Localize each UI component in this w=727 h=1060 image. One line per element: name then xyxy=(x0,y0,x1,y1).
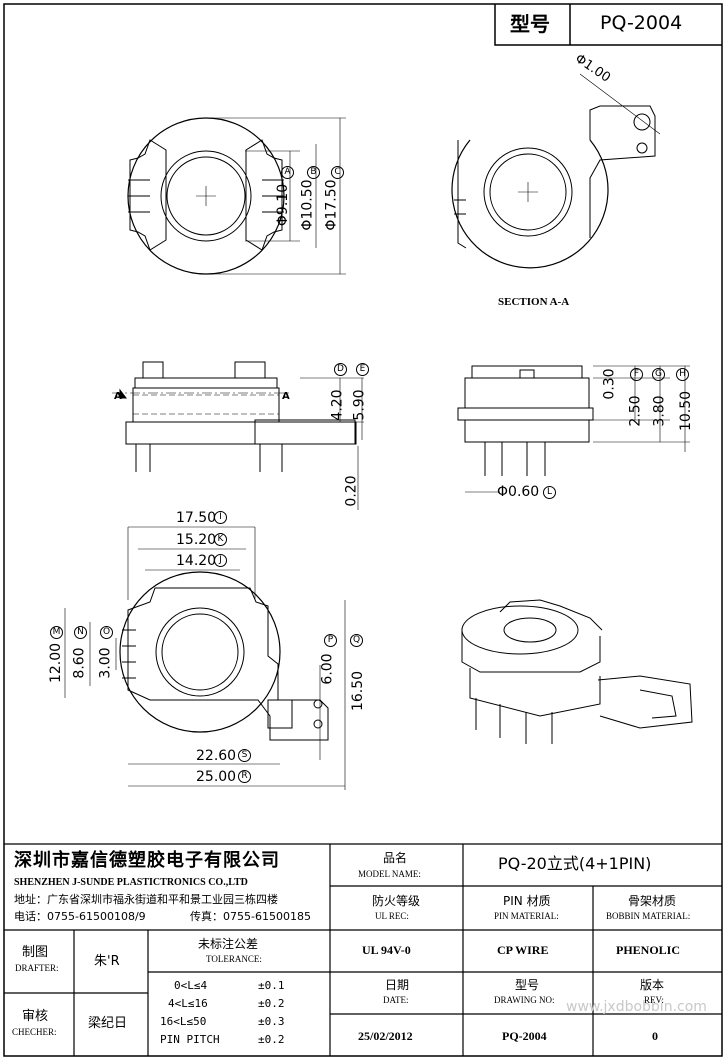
checker-cn: 审核 xyxy=(22,1009,49,1024)
pin-dia-label: Φ0.60 xyxy=(497,484,540,500)
pin-cn: PIN 材质 xyxy=(503,894,551,908)
dim-s-label: 22.60 xyxy=(196,748,237,764)
tolerance-value-4: ±0.2 xyxy=(258,1033,285,1046)
checker-en: CHECHER: xyxy=(12,1027,57,1037)
bobbin-en: BOBBIN MATERIAL: xyxy=(606,911,691,921)
title-block-grid xyxy=(4,843,722,1056)
dim-l-tag: L xyxy=(543,486,556,499)
pin-value: CP WIRE xyxy=(497,943,549,957)
dim-k-label: 15.20 xyxy=(176,532,217,548)
dim-a-label: Φ9.10 xyxy=(275,183,292,227)
ul-cn: 防火等级 xyxy=(372,894,421,908)
company-cn: 深圳市嘉信德塑胶电子有限公司 xyxy=(14,850,280,871)
tolerance-value-2: ±0.2 xyxy=(258,997,285,1010)
frame xyxy=(3,3,723,1057)
company-phone: 电话：0755-61500108/9 xyxy=(14,910,146,923)
date-value: 25/02/2012 xyxy=(358,1029,413,1043)
rev-value: 0 xyxy=(652,1029,658,1043)
dim-e-label: 5.90 xyxy=(351,389,368,421)
dim-e-tag: E xyxy=(356,363,369,376)
company-fax: 传真：0755-61500185 xyxy=(190,910,311,923)
dim-r-tag: R xyxy=(238,770,251,783)
dim-f-tag: F xyxy=(630,368,643,381)
dim-d-tag: D xyxy=(334,363,347,376)
drafter-value: 朱'R xyxy=(94,954,120,969)
drawing-value: PQ-2004 xyxy=(502,1029,547,1043)
dim-j-label: 14.20 xyxy=(176,553,217,569)
section-mark-left: A xyxy=(114,391,122,402)
company-address: 地址：广东省深圳市福永街道和平和景工业园三栋四楼 xyxy=(14,893,278,906)
dim-b-label: Φ10.50 xyxy=(299,179,316,231)
dim-h-tag: H xyxy=(676,368,689,381)
top-view xyxy=(127,117,346,275)
drafter-cn: 制图 xyxy=(22,945,49,960)
dim-i-tag: I xyxy=(214,511,227,524)
dim-q-label: 16.50 xyxy=(350,670,367,712)
dim-k-tag: K xyxy=(214,533,227,546)
top-gap-label: 0.30 xyxy=(601,368,618,400)
tolerance-range-4: PIN PITCH xyxy=(160,1033,220,1046)
dim-n-tag: N xyxy=(74,626,87,639)
bobbin-value: PHENOLIC xyxy=(616,943,681,957)
tolerance-en: TOLERANCE: xyxy=(206,954,262,964)
dim-j-tag: J xyxy=(214,554,227,567)
tolerance-cn: 未标注公差 xyxy=(198,937,259,951)
side-view xyxy=(112,361,364,510)
tolerance-value-3: ±0.3 xyxy=(258,1015,285,1028)
dim-c-label: Φ17.50 xyxy=(323,179,340,231)
dim-a-tag: A xyxy=(281,166,294,179)
ul-value: UL 94V-0 xyxy=(362,943,411,957)
dim-q-tag: Q xyxy=(350,634,363,647)
watermark: www.jxdbobbin.com xyxy=(566,999,707,1015)
dim-i-label: 17.50 xyxy=(176,510,217,526)
model-name-value: PQ-20立式(4+1PIN) xyxy=(498,854,652,873)
dim-p-tag: P xyxy=(324,634,337,647)
ul-en: UL REC: xyxy=(375,911,409,921)
dim-s-tag: S xyxy=(238,749,251,762)
rev-cn: 版本 xyxy=(640,978,665,992)
dim-g-tag: G xyxy=(652,368,665,381)
dim-f-label: 2.50 xyxy=(627,395,644,427)
date-en: DATE: xyxy=(383,995,409,1005)
section-label: SECTION A-A xyxy=(498,296,570,308)
dim-p-label: 6.00 xyxy=(319,653,336,685)
section-view xyxy=(451,73,661,269)
dim-m-tag: M xyxy=(50,626,63,639)
dim-b-tag: B xyxy=(307,166,320,179)
dim-o-label: 3.00 xyxy=(97,647,114,679)
dim-g-label: 3.80 xyxy=(651,395,668,427)
model-value: PQ-2004 xyxy=(600,12,683,34)
dim-m-label: 12.00 xyxy=(48,642,65,684)
tolerance-range-2: 4<L≤16 xyxy=(168,997,208,1010)
bottom-gap-label: 0.20 xyxy=(343,475,360,507)
dim-o-tag: O xyxy=(100,626,113,639)
dim-d-label: 4.20 xyxy=(329,389,346,421)
checker-value: 梁纪日 xyxy=(88,1016,128,1031)
bottom-view xyxy=(64,526,346,790)
dim-n-label: 8.60 xyxy=(71,647,88,679)
model-name-cn: 品名 xyxy=(383,851,408,865)
drawing-cn: 型号 xyxy=(515,978,540,992)
drawing-en: DRAWING NO: xyxy=(494,995,555,1005)
tolerance-value-1: ±0.1 xyxy=(258,979,285,992)
model-name-en: MODEL NAME: xyxy=(358,869,421,879)
dim-h-label: 10.50 xyxy=(678,390,695,432)
model-label: 型号 xyxy=(510,12,550,36)
dim-r-label: 25.00 xyxy=(196,769,237,785)
section-mark-right: A xyxy=(282,391,290,402)
drafter-en: DRAFTER: xyxy=(15,963,59,973)
company-en: SHENZHEN J-SUNDE PLASTICTRONICS CO.,LTD xyxy=(14,877,248,888)
rev-en: REV: xyxy=(644,995,664,1005)
bobbin-cn: 骨架材质 xyxy=(628,894,677,908)
header-box xyxy=(494,4,722,46)
tolerance-range-3: 16<L≤50 xyxy=(160,1015,207,1028)
iso-view xyxy=(461,599,693,744)
front-view xyxy=(457,365,690,493)
dim-c-tag: C xyxy=(331,166,344,179)
pin-en: PIN MATERIAL: xyxy=(494,911,559,921)
tolerance-range-1: 0<L≤4 xyxy=(174,979,208,992)
date-cn: 日期 xyxy=(385,978,410,992)
